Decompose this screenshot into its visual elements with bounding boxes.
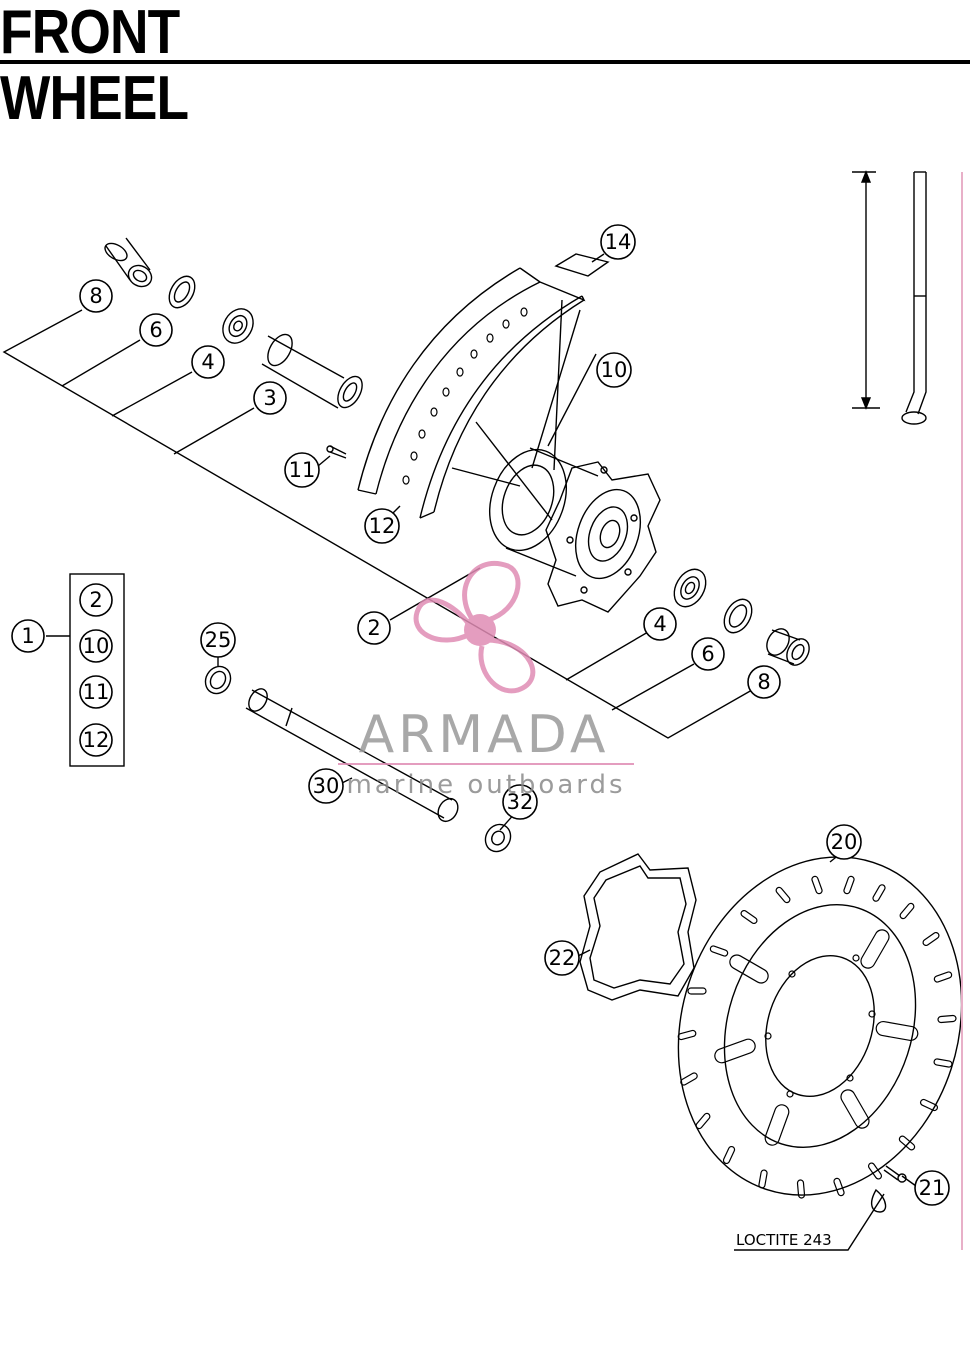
callout-3: 3: [253, 381, 287, 415]
watermark-brand: ARMADA: [359, 705, 610, 765]
propeller-logo: [413, 561, 536, 694]
spacer-part-8: [104, 237, 153, 288]
callout-14: 14: [600, 224, 636, 260]
title-rule: [0, 60, 970, 64]
svg-text:2: 2: [89, 588, 102, 612]
svg-text:2: 2: [367, 616, 380, 640]
svg-text:8: 8: [757, 670, 770, 694]
kit-item-4: 12: [79, 723, 113, 757]
callout-4: 4: [191, 345, 225, 379]
brake-disc-part-20: [677, 856, 963, 1199]
callout-6: 6: [139, 313, 173, 347]
watermark-tagline: marine outboards: [346, 770, 625, 800]
leader-lines: [2, 253, 917, 1251]
svg-text:3: 3: [263, 386, 276, 410]
callout-20: 20: [826, 824, 862, 860]
svg-text:12: 12: [83, 728, 110, 752]
axle-nut-part-32: [484, 823, 512, 853]
brake-disc-bolt-part-21: [870, 1165, 907, 1213]
svg-text:8: 8: [89, 284, 102, 308]
callout-4-right: 4: [643, 607, 677, 641]
svg-text:14: 14: [605, 230, 632, 254]
watermark: ARMADA marine outboards: [338, 561, 634, 800]
rim-part-12: [357, 267, 586, 519]
kit-item-3: 11: [79, 675, 113, 709]
svg-text:30: 30: [313, 774, 340, 798]
rim-band-part-14: [554, 253, 610, 277]
seal-part-6: [168, 275, 196, 309]
loctite-note: LOCTITE 243: [736, 1231, 832, 1249]
svg-text:10: 10: [601, 358, 628, 382]
callout-6-right: 6: [691, 637, 725, 671]
svg-text:12: 12: [369, 514, 396, 538]
svg-text:11: 11: [83, 680, 110, 704]
svg-text:6: 6: [701, 642, 714, 666]
propeller-hub: [464, 614, 496, 646]
hub-part-2: [489, 447, 661, 613]
callout-1: 1: [11, 619, 45, 653]
svg-text:10: 10: [83, 634, 110, 658]
svg-text:32: 32: [507, 790, 534, 814]
seal-part-25: [204, 665, 232, 695]
callout-12: 12: [364, 508, 400, 544]
spacer-part-8-right: [766, 628, 810, 666]
svg-text:6: 6: [149, 318, 162, 342]
svg-text:4: 4: [653, 612, 666, 636]
svg-text:1: 1: [21, 624, 34, 648]
svg-text:4: 4: [201, 350, 214, 374]
svg-text:21: 21: [919, 1176, 946, 1200]
callout-2: 2: [357, 611, 391, 645]
callout-30: 30: [308, 768, 344, 804]
bearing-part-4: [222, 308, 254, 344]
page-title: FRONT WHEEL: [0, 0, 189, 133]
kit-item-2: 10: [79, 629, 113, 663]
bearing-part-4-right: [673, 568, 707, 608]
spoke-nipple-part-11: [326, 445, 347, 459]
callout-10: 10: [596, 352, 632, 388]
adapter-plate-part-22: [579, 853, 697, 1001]
spacer-tube-part-3: [261, 333, 363, 409]
callout-21: 21: [914, 1170, 950, 1206]
callout-22: 22: [544, 940, 580, 976]
callout-8-right: 8: [747, 665, 781, 699]
seal-part-6-right: [723, 598, 753, 634]
svg-text:20: 20: [831, 830, 858, 854]
callout-8: 8: [79, 279, 113, 313]
callout-25: 25: [200, 622, 236, 658]
kit-item-1: 2: [79, 583, 113, 617]
svg-text:22: 22: [549, 946, 576, 970]
spokes-part-10: [451, 299, 581, 521]
callout-11: 11: [284, 452, 320, 488]
spoke-length-dimension: [852, 170, 927, 425]
svg-text:11: 11: [289, 458, 316, 482]
callout-32: 32: [502, 784, 538, 820]
svg-text:25: 25: [205, 628, 232, 652]
